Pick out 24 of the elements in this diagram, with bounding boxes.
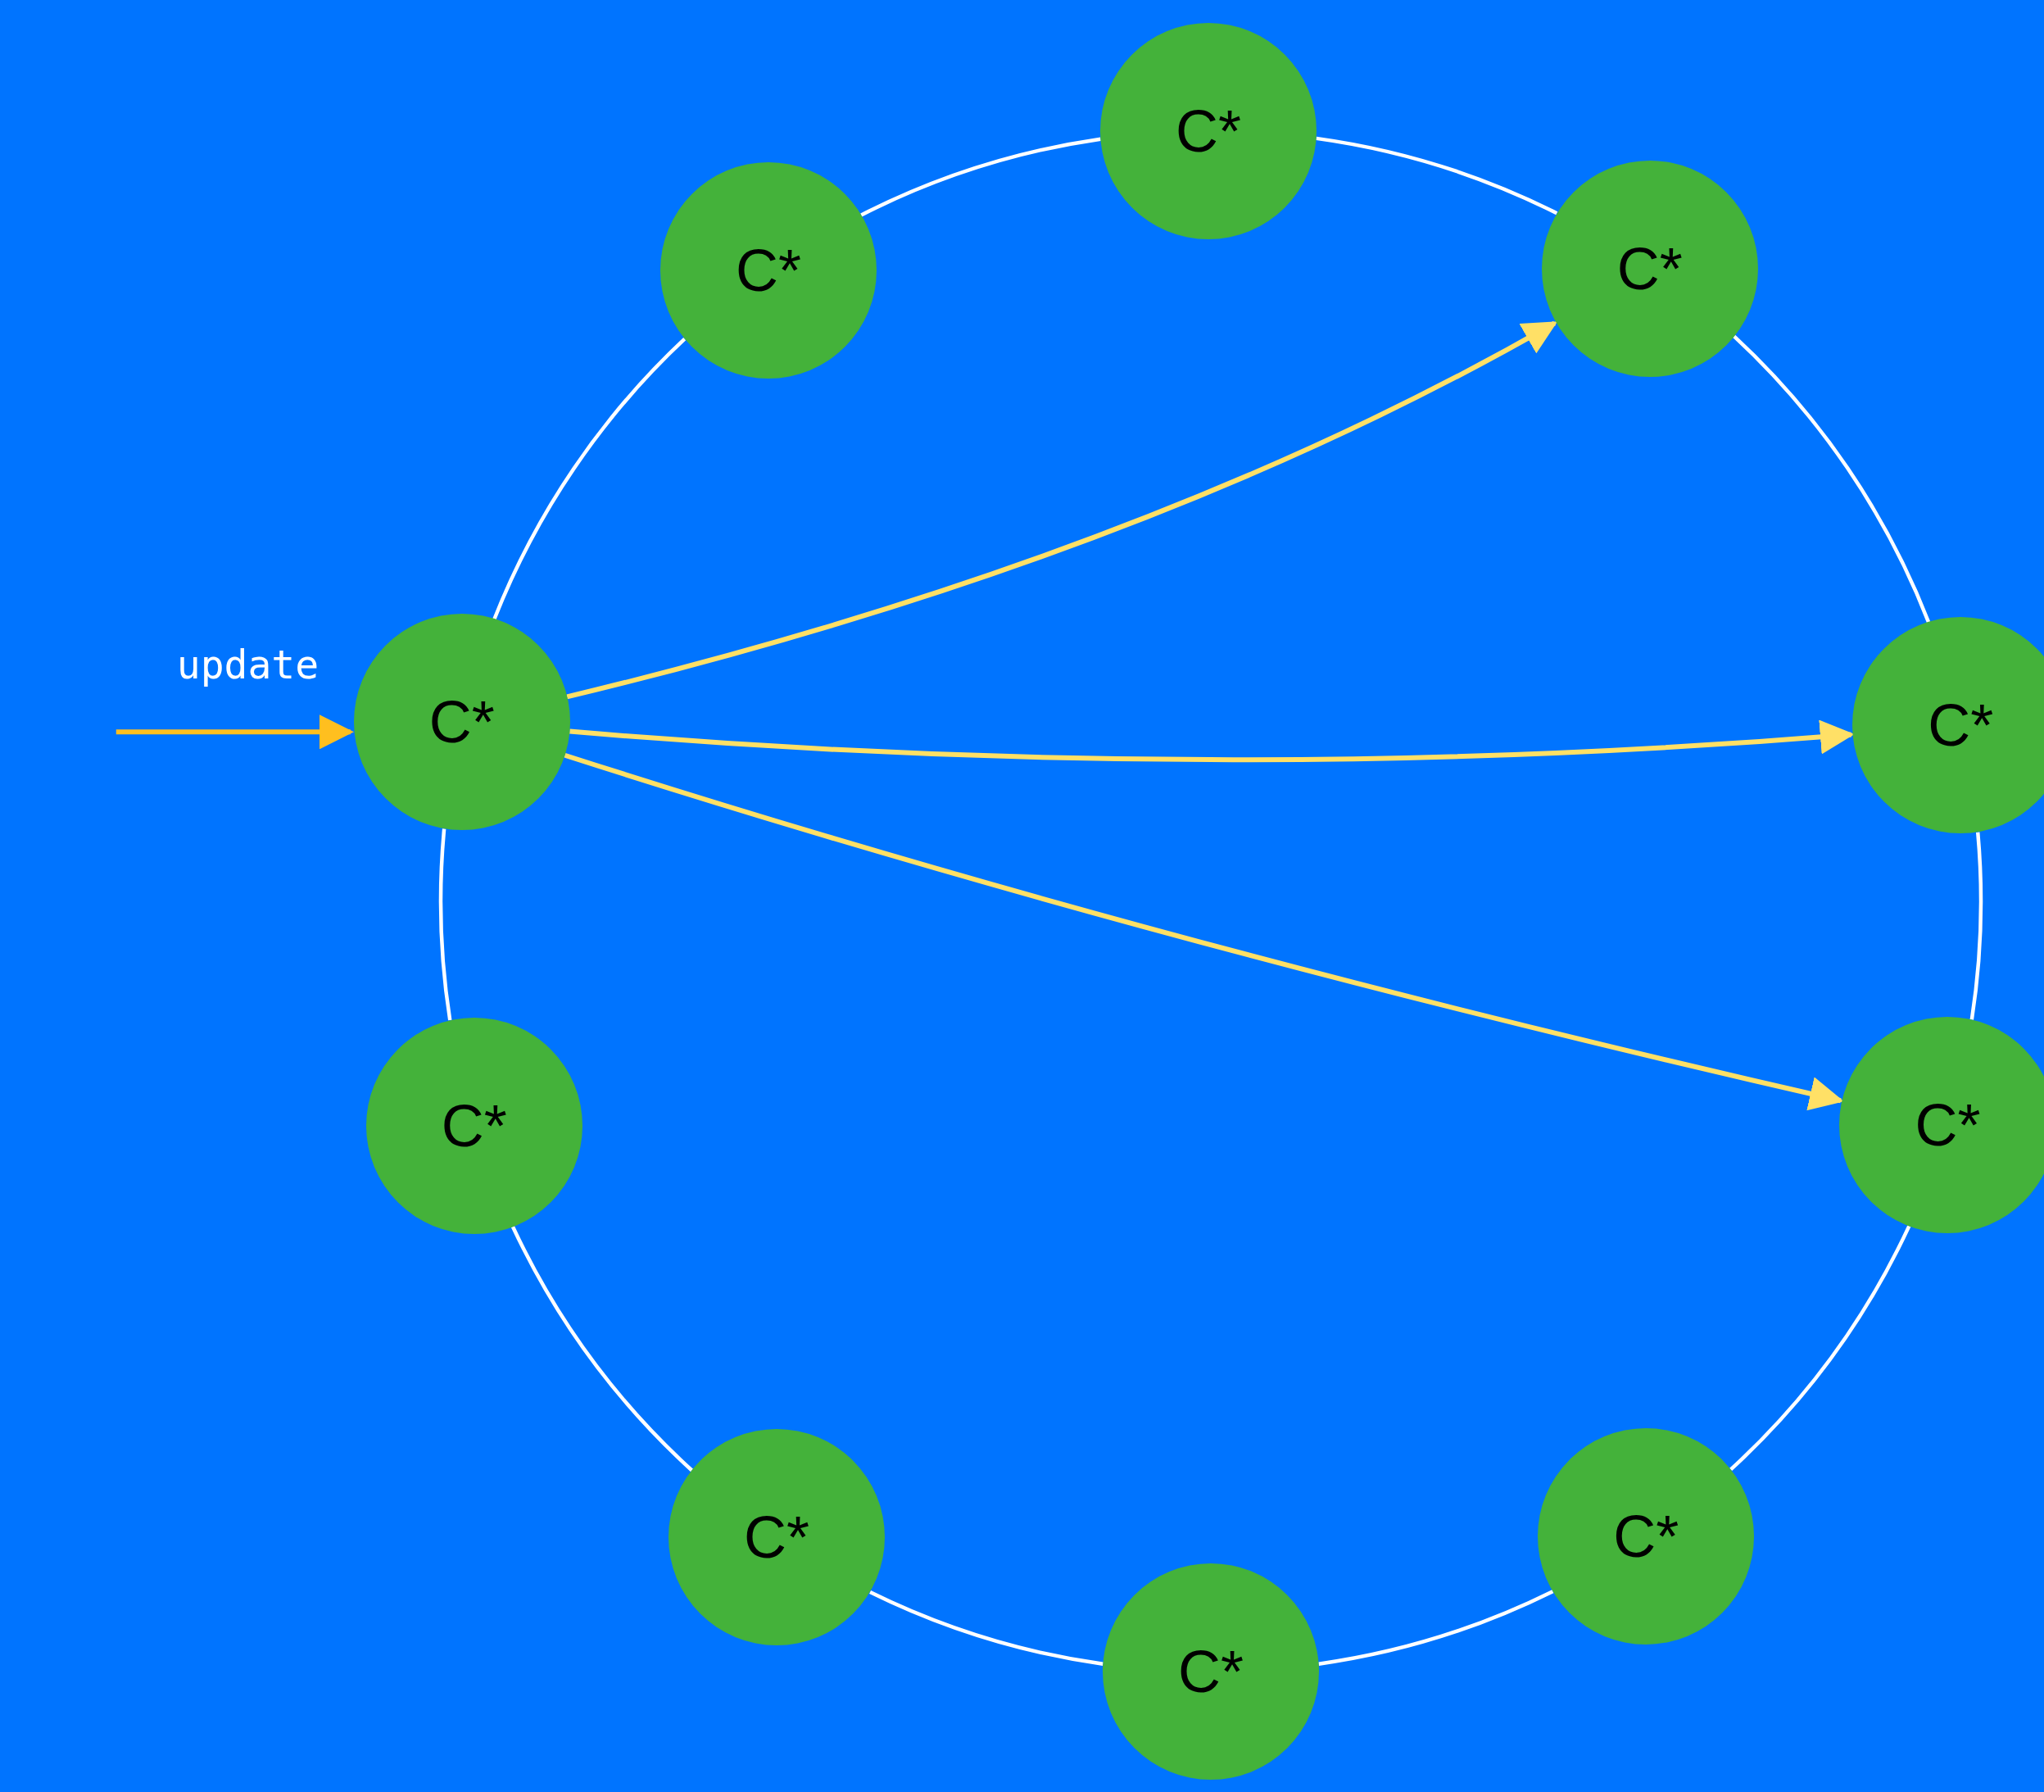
- node-label: C*: [1178, 1638, 1244, 1705]
- node-label: C*: [736, 237, 802, 305]
- ring-line: [1733, 334, 1931, 624]
- ring-line: [1969, 832, 1983, 1020]
- node-label: C*: [441, 1091, 507, 1159]
- node-label: C*: [1915, 1091, 1981, 1159]
- ring-line: [510, 1225, 694, 1472]
- arrow: [569, 719, 1855, 763]
- ring-line: [1316, 136, 1558, 215]
- arrow: [116, 715, 354, 750]
- ring-line: [492, 338, 687, 620]
- arrow: [564, 752, 1844, 1111]
- node-label: C*: [428, 688, 495, 756]
- ring-line: [439, 828, 452, 1021]
- node-label: C*: [1616, 234, 1683, 302]
- ring-line: [869, 1590, 1104, 1666]
- arrow: [566, 320, 1558, 700]
- node-label: C*: [1613, 1503, 1679, 1571]
- node-label: C*: [744, 1504, 810, 1572]
- ring-line: [1318, 1590, 1554, 1666]
- ring-line: [860, 137, 1101, 217]
- node-label: C*: [1928, 692, 1994, 760]
- node-label: C*: [1176, 98, 1242, 165]
- ring-line: [1729, 1225, 1911, 1471]
